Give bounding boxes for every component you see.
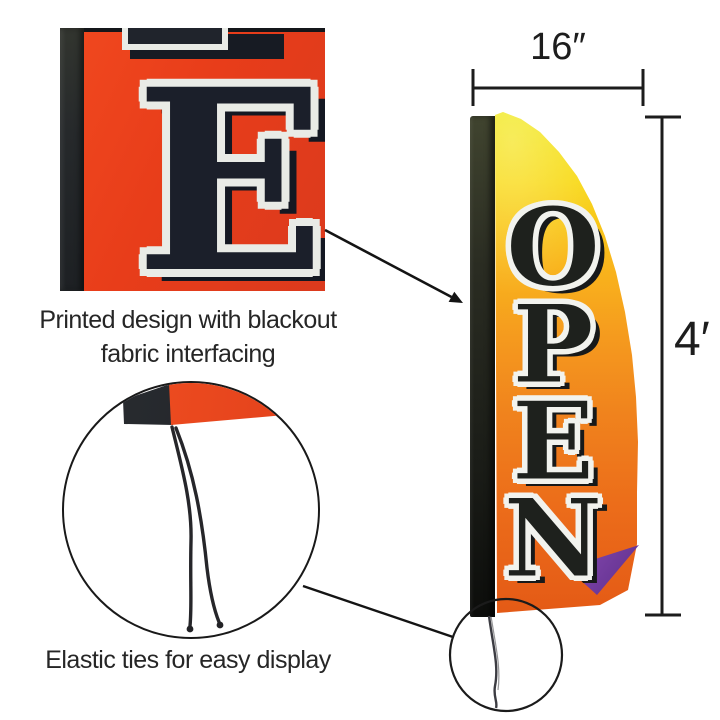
elastic-cord-right-tip [216,621,224,629]
flag-pole-sleeve [470,116,495,617]
elastic-ties-label: Elastic ties for easy display [45,646,331,674]
closeup-letter-e: E [135,34,325,291]
flag-bottom-highlight-circle [448,597,564,713]
tie-detail-connector-line [302,584,454,639]
closeup-sleeve-strip [60,28,84,291]
width-dimension-label: 16″ [530,26,586,68]
elastic-ties-detail-circle [62,381,320,639]
flag-bottom-cord [487,615,498,709]
printed-design-label-line2: fabric interfacing [100,340,276,368]
flag-letter-n: N [503,476,603,602]
elastic-cords [170,425,224,633]
printed-design-label: Printed design with blackout fabric inte… [12,303,364,371]
flag-letter-e: E [511,379,595,505]
flag-bottom-cord-strand [490,615,500,691]
flag-letter-o: O [505,185,601,311]
printed-design-label-line1: Printed design with blackout [39,306,337,334]
printed-design-closeup-photo: E [60,28,325,291]
height-dimension-label: 4′ [674,313,710,366]
elastic-cord-left-tip [186,625,194,633]
flag-text-open: O P E N [492,185,614,602]
closeup-pointer-arrowhead [448,291,463,303]
closeup-pointer-line [324,228,453,299]
closeup-partial-letter [122,28,228,50]
elastic-cord-right [174,426,221,624]
elastic-cord-left [170,425,193,628]
flag-letter-p: P [512,282,594,408]
